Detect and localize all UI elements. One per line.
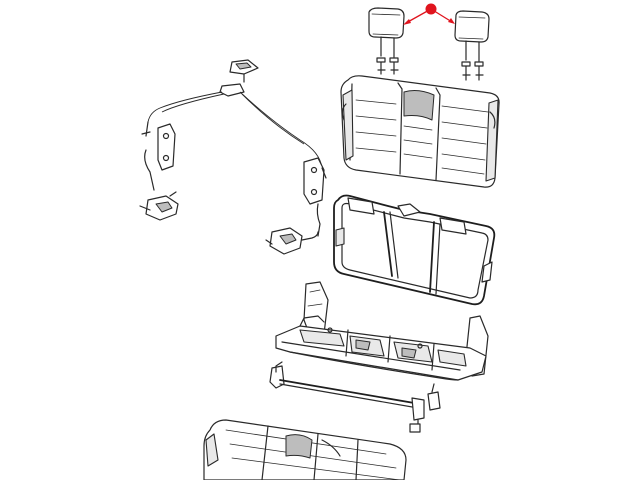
latch-release-cable[interactable] [139, 59, 327, 255]
headrest-right[interactable] [454, 10, 490, 62]
headrest-guides [376, 57, 484, 81]
seat-back-cushion[interactable] [340, 75, 500, 188]
seat-back-frame[interactable] [333, 194, 496, 306]
seat-cushion[interactable] [203, 419, 407, 480]
headrest-left[interactable] [368, 7, 405, 58]
pivot-rod[interactable] [269, 361, 441, 433]
callout-dot [425, 3, 437, 15]
seat-pan-frame[interactable] [275, 281, 489, 381]
callout-marker [403, 3, 455, 25]
